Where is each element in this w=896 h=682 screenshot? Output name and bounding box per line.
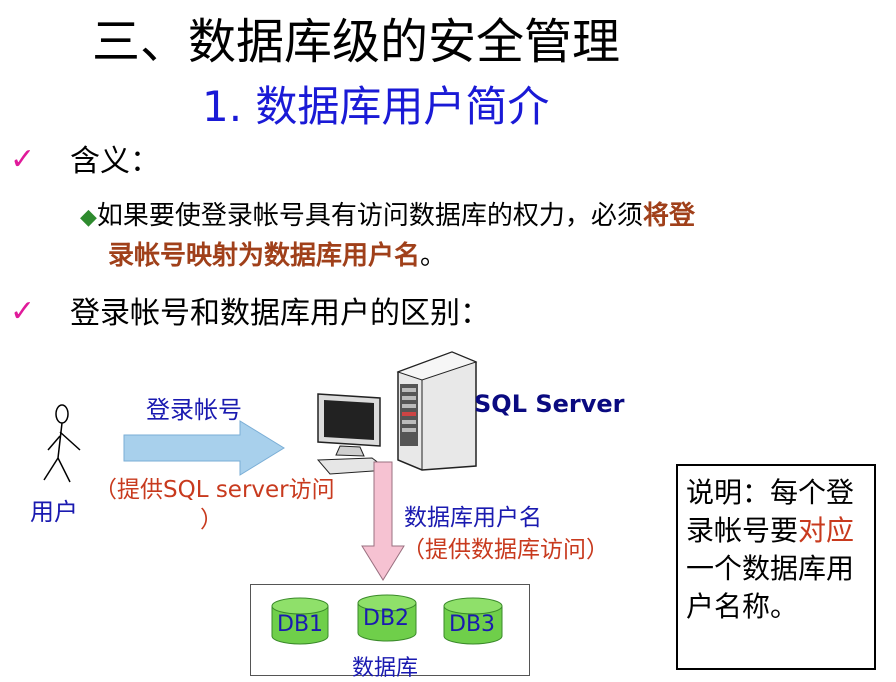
page-subtitle: 1. 数据库用户简介 <box>202 82 550 131</box>
db-user-arrow-icon <box>361 461 405 581</box>
bullet1-text-end: 。 <box>420 241 447 271</box>
note-suffix: 一个数据库用户名称。 <box>686 552 855 623</box>
db-access-note: （提供数据库访问） <box>402 537 609 563</box>
bullet1-body-line2: 录帐号映射为数据库用户名。 <box>108 237 446 275</box>
user-stick-figure-icon <box>43 404 81 483</box>
bullet1-highlight-b: 录帐号映射为数据库用户名 <box>108 241 421 271</box>
db2-cylinder-icon <box>357 594 417 642</box>
diamond-bullet-icon: ◆ <box>80 205 97 230</box>
user-label: 用户 <box>30 498 78 526</box>
page-title: 三、数据库级的安全管理 <box>92 14 621 70</box>
sql-access-note-close: ） <box>200 507 223 533</box>
sql-server-label: SQL Server <box>474 390 625 418</box>
db2-label: DB2 <box>363 606 410 631</box>
bullet2-heading: 登录帐号和数据库用户的区别： <box>70 296 490 331</box>
db3-label: DB3 <box>449 612 496 637</box>
checkmark-icon: ✓ <box>10 142 36 177</box>
note-prefix: 说明：每个登录帐号要 <box>686 476 855 547</box>
database-cylinders <box>271 594 503 645</box>
login-account-label: 登录帐号 <box>146 396 242 424</box>
bullet1-text-plain: 如果要使登录帐号具有访问数据库的权力，必须 <box>96 201 643 231</box>
checkmark-icon: ✓ <box>10 294 36 329</box>
server-computer-icon <box>316 351 478 475</box>
database-group-box <box>250 584 530 676</box>
bullet1-highlight-a: 将登 <box>642 201 695 231</box>
bullet1-heading: 含义： <box>70 144 160 179</box>
db3-cylinder-icon <box>443 597 503 645</box>
login-arrow-icon <box>123 420 285 476</box>
bullet1-body-line1: ◆如果要使登录帐号具有访问数据库的权力，必须将登 <box>80 197 695 237</box>
note-highlight: 对应 <box>798 514 855 547</box>
db-user-label: 数据库用户名 <box>404 505 542 531</box>
db1-label: DB1 <box>277 612 324 637</box>
db1-cylinder-icon <box>271 597 329 645</box>
database-group-label: 数据库 <box>352 656 419 681</box>
sql-access-note: （提供SQL server访问 <box>94 477 335 503</box>
explanation-note-box: 说明：每个登录帐号要对应一个数据库用户名称。 <box>676 464 876 670</box>
